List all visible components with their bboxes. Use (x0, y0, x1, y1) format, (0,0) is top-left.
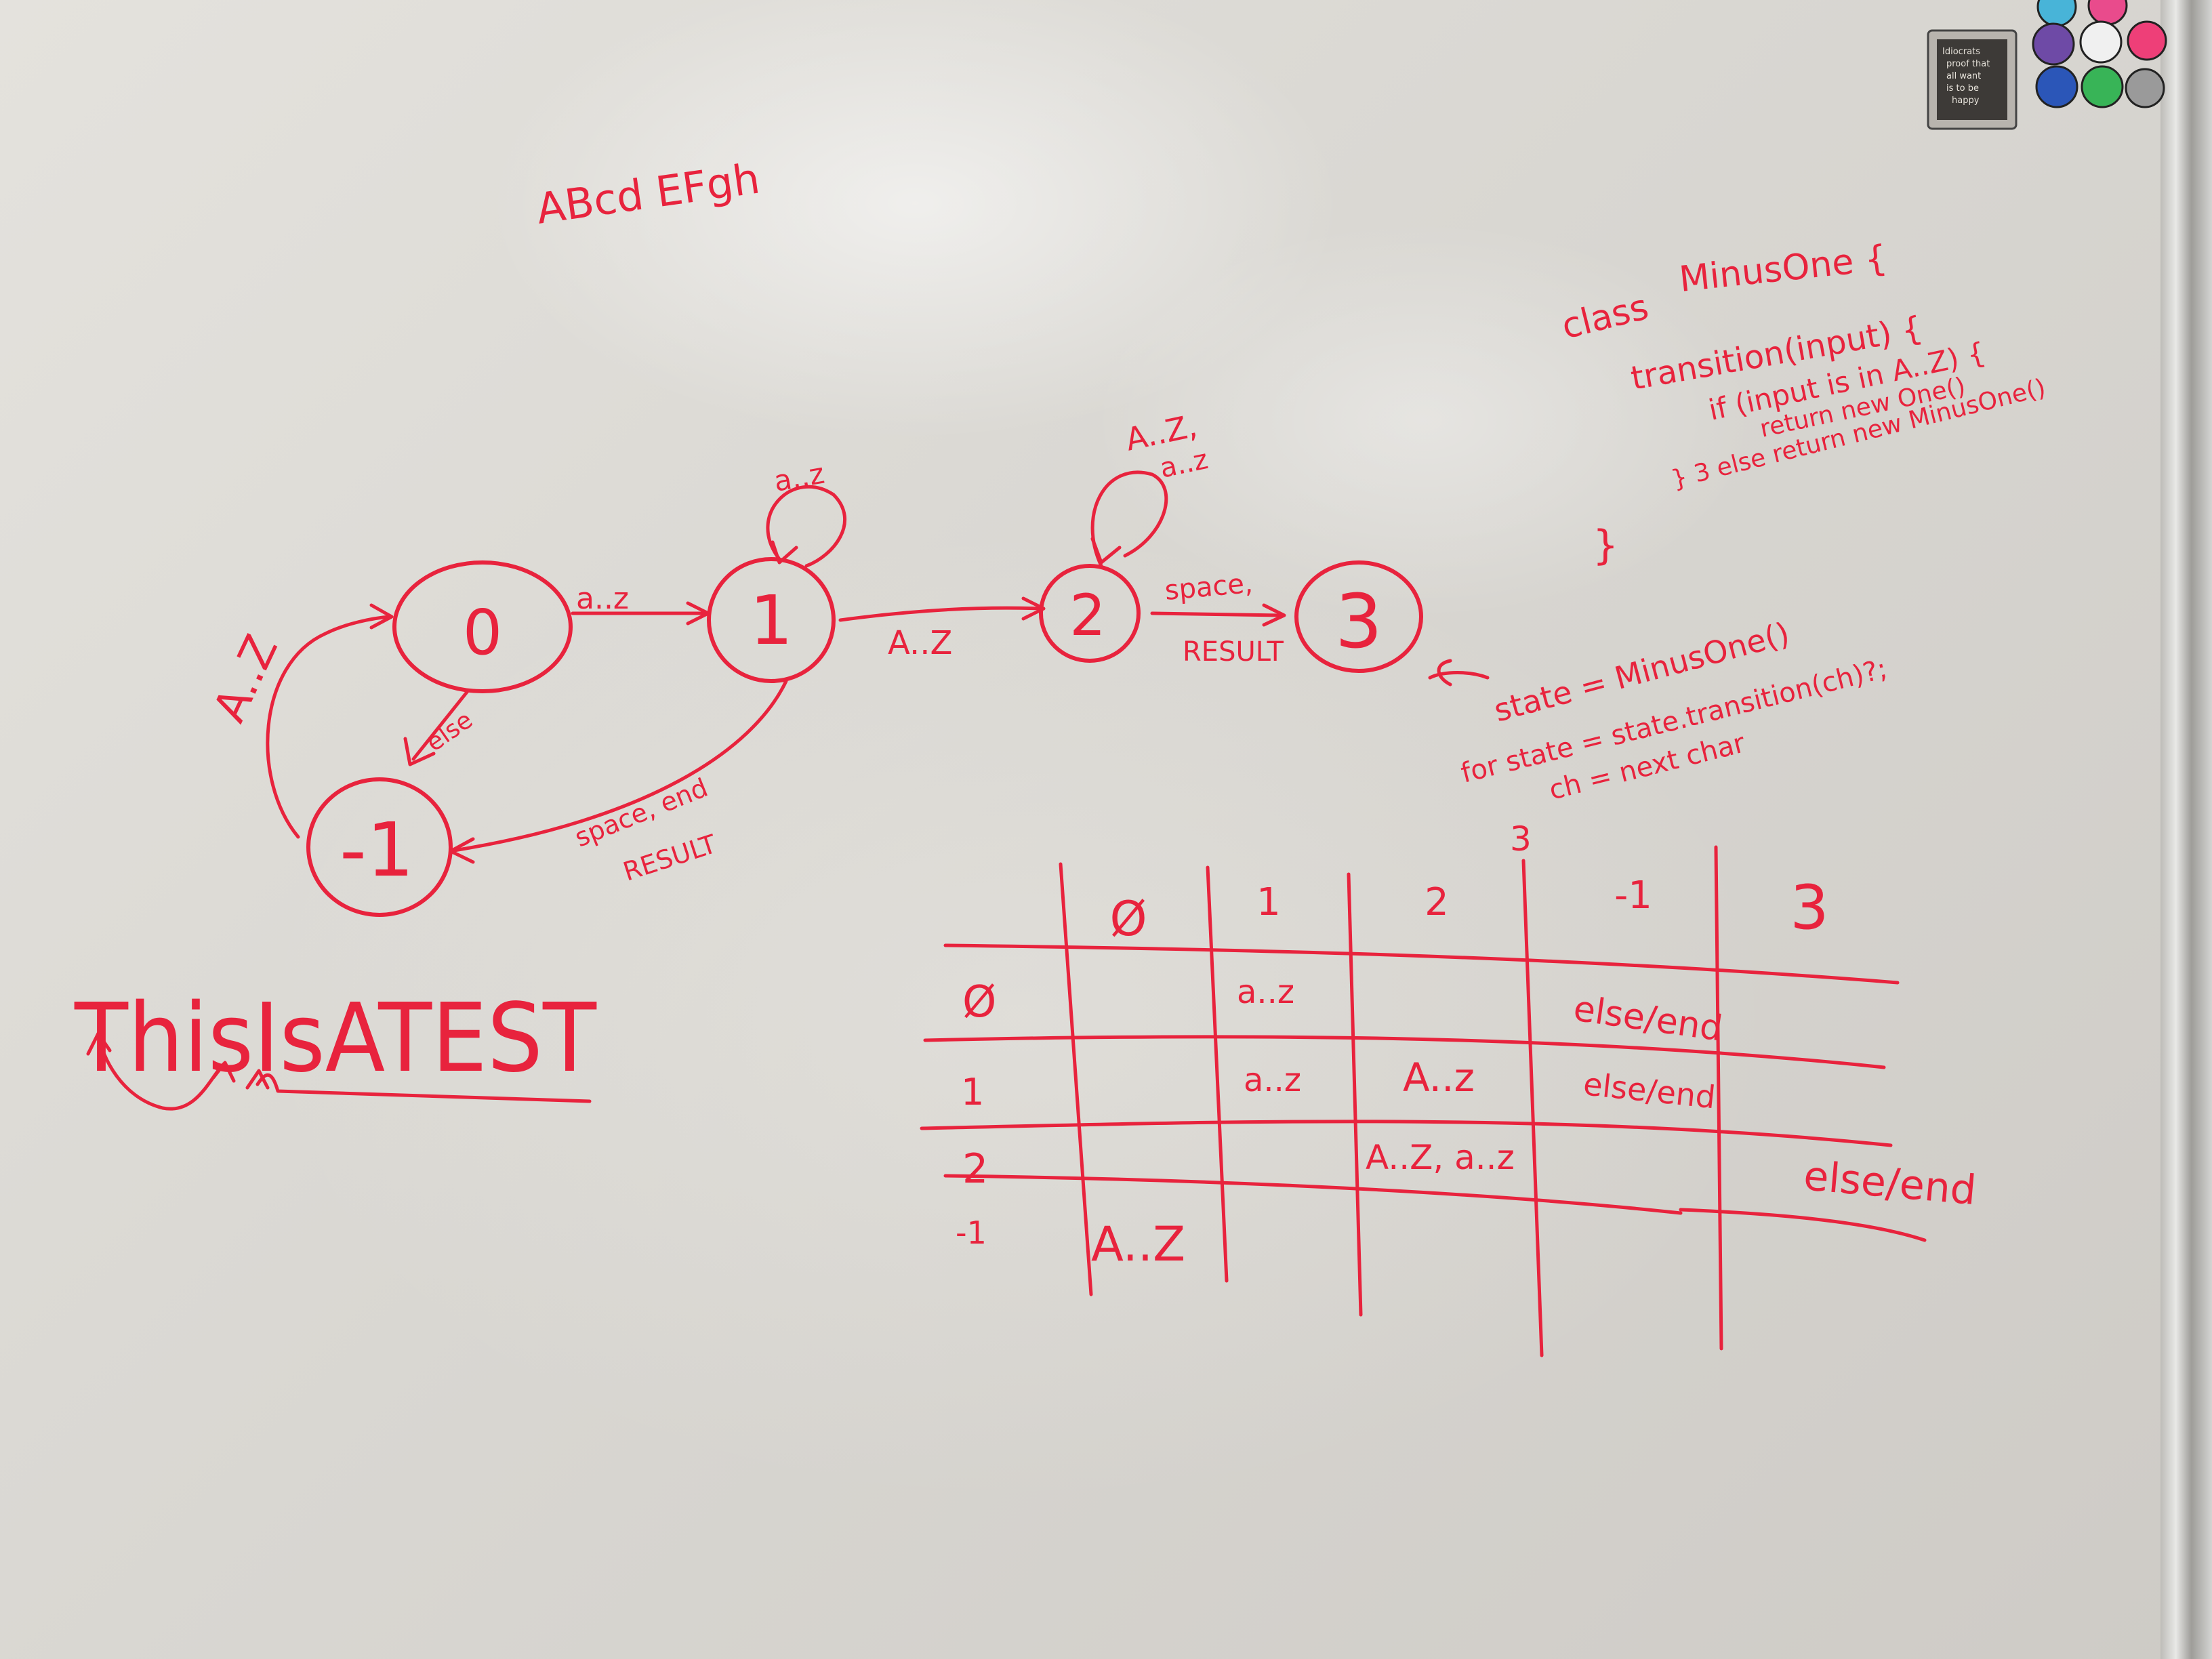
edge-0-minus1 (411, 689, 470, 761)
whiteboard-frame (2160, 0, 2212, 1659)
table-grid-line (1059, 862, 1093, 1296)
cell-r1-c3: else/end (1582, 1065, 1717, 1115)
col-header-2: 2 (1425, 880, 1449, 924)
row-header-0: Ø (962, 977, 996, 1027)
row-header-1: 1 (961, 1071, 984, 1113)
edge-1-2-label: A..Z (888, 624, 952, 662)
edge-1-loop (766, 485, 847, 568)
arrowhead-icon (369, 603, 394, 630)
edge-2-3 (1150, 611, 1283, 617)
row-header-3: -1 (956, 1214, 987, 1251)
magnet-note-line-3: all want (1946, 71, 1981, 81)
cell-r0-c1: a..z (1237, 973, 1294, 1011)
state-2-label: 2 (1069, 582, 1105, 649)
arrowhead-icon (686, 601, 710, 626)
loop-code: state = MinusOne() for state = state.tra… (1428, 615, 1890, 859)
magnets: Idiocrats proof that all want is to be h… (1927, 0, 2167, 130)
magnet-dot (2035, 65, 2078, 108)
table-grid-line (1679, 1208, 1927, 1242)
row-header-2: 2 (962, 1145, 988, 1193)
cell-r2-c2: A..Z, a..z (1366, 1138, 1515, 1177)
arrowhead-icon (1090, 537, 1122, 565)
edge-1-2 (838, 606, 1042, 622)
state-1-circle (707, 557, 836, 683)
state-minus1-label: -1 (340, 806, 414, 893)
code-line-1b: MinusOne { (1677, 238, 1889, 300)
scribble-mark (1428, 659, 1490, 687)
edge-1-minus1-label-2: RESULT (619, 829, 720, 887)
state-3-circle (1294, 560, 1423, 673)
cell-r2-c4: else/end (1802, 1152, 1978, 1214)
underline-arrow-2 (255, 1073, 592, 1103)
arrowhead-icon (86, 1031, 112, 1056)
table-grid-line (943, 943, 1900, 985)
arrowhead-icon (1021, 596, 1046, 621)
col-header-0: Ø (1109, 891, 1147, 947)
edge-2-loop (1090, 470, 1168, 568)
magnet-dot (2079, 20, 2123, 64)
col-header-1: 1 (1256, 880, 1281, 924)
cell-r1-c1: a..z (1244, 1061, 1301, 1099)
code-line-6: } (1593, 522, 1618, 569)
state-0-circle (392, 560, 573, 693)
col-header-3: -1 (1614, 874, 1652, 918)
loop-code-line-4: 3 (1510, 819, 1532, 859)
cell-r3-c0: A..Z (1091, 1216, 1185, 1272)
top-scribble: ABcd EFgh (533, 153, 763, 233)
arrowhead-icon (211, 1061, 236, 1083)
table-grid-line (1521, 859, 1544, 1357)
edge-minus1-0-label: A..Z (203, 627, 288, 729)
magnet-note-line-5: happy (1952, 96, 1980, 106)
magnet-dot (2081, 65, 2124, 108)
edge-minus1-0 (266, 615, 392, 839)
state-3-label: 3 (1335, 578, 1382, 665)
code-line-1a: class (1558, 287, 1653, 347)
table-grid-line (1714, 845, 1723, 1351)
class-code: class MinusOne { transition(input) { if … (1558, 238, 2049, 569)
magnet-dot (2032, 22, 2075, 66)
edge-1-loop-label: a..z (771, 457, 827, 498)
arrowhead-icon (771, 540, 798, 565)
edge-0-1-label: a..z (576, 581, 629, 616)
table-grid-line (923, 1035, 1886, 1069)
state-0-label: 0 (463, 596, 503, 669)
underline-arrow-1 (96, 1031, 226, 1111)
cell-r1-c2: A..z (1403, 1054, 1475, 1101)
arrowhead-icon (403, 737, 436, 766)
edge-1-minus1 (452, 679, 788, 853)
arrowhead-icon (449, 837, 475, 864)
arrowhead-icon (245, 1069, 270, 1090)
magnet-dot (2127, 20, 2167, 61)
example-word: ThisIsATEST (74, 983, 596, 1094)
magnet-dot (2087, 0, 2128, 26)
table-grid-line (943, 1174, 1683, 1215)
magnet-note-line-1: Idiocrats (1942, 47, 1980, 57)
state-2-circle (1039, 564, 1141, 663)
cell-r0-c3: else/end (1571, 988, 1725, 1049)
magnet-note-line-2: proof that (1946, 59, 1990, 69)
edge-2-3-label-2: RESULT (1183, 636, 1284, 668)
state-1-label: 1 (750, 581, 793, 660)
edge-2-3-label-1: space, (1164, 568, 1254, 607)
arrowhead-icon (1262, 603, 1286, 627)
example-word-block: ThisIsATEST (74, 983, 596, 1111)
magnet-note-line-4: is to be (1946, 83, 1979, 94)
state-minus1-circle (306, 777, 453, 917)
table-grid-line (1347, 872, 1363, 1317)
col-header-4: 3 (1790, 872, 1828, 943)
photo-magnet-image (1937, 39, 2007, 120)
table-grid-line (1206, 865, 1229, 1283)
magnet-dot (2125, 68, 2165, 108)
magnet-dot (2036, 0, 2077, 27)
state-diagram: 0 1 2 3 -1 a..z a..z A..Z A..Z, a..z (203, 407, 1423, 917)
table-grid-line (920, 1120, 1893, 1147)
transition-table: Ø 1 2 -1 3 Ø 1 2 -1 a..z else/end a..z A… (920, 845, 1978, 1357)
